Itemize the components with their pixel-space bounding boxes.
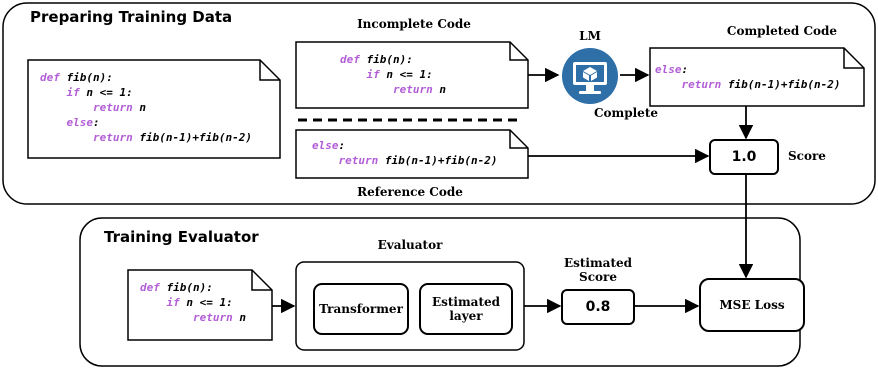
estimated-score-box	[561, 289, 635, 325]
code-token	[340, 83, 393, 96]
code-token: n <= 1:	[179, 296, 233, 309]
code-token: :	[93, 116, 100, 129]
code-line: if n <= 1:	[140, 295, 246, 310]
code-keyword: def	[40, 71, 60, 84]
code-keyword: return	[338, 154, 379, 167]
code-line: if n <= 1:	[340, 67, 446, 82]
full-code-doc	[27, 59, 281, 159]
code-line: return n	[140, 310, 246, 325]
code-token: fib(n-1)+fib(n-2)	[721, 78, 841, 91]
code-token	[655, 78, 682, 91]
code-line: return fib(n-1)+fib(n-2)	[655, 77, 841, 92]
code-line: def fib(n):	[340, 52, 446, 67]
code-line: else:	[40, 115, 252, 130]
training-panel-title: Training Evaluator	[104, 228, 259, 246]
estimated-layer-label: Estimated layer	[431, 295, 501, 323]
mse-loss-box	[699, 278, 805, 332]
code-token: fib(n-1)+fib(n-2)	[378, 154, 498, 167]
reference-code-label: Reference Code	[357, 185, 463, 199]
reference-code-snippet: else: return fib(n-1)+fib(n-2)	[312, 138, 497, 168]
preparing-panel-title: Preparing Training Data	[30, 8, 233, 26]
code-keyword: if	[166, 296, 180, 309]
code-token	[40, 131, 93, 144]
code-token: fib(n):	[159, 281, 213, 294]
code-line: else:	[655, 62, 840, 77]
code-line: return n	[40, 100, 252, 115]
code-line: if n <= 1:	[40, 85, 252, 100]
code-keyword: return	[392, 83, 433, 96]
code-token: n	[432, 83, 446, 96]
code-keyword: return	[92, 101, 133, 114]
code-token: n <= 1:	[379, 68, 433, 81]
code-keyword: return	[92, 131, 133, 144]
code-token: n <= 1:	[79, 86, 133, 99]
code-keyword: else	[66, 116, 94, 129]
evaluator-input-snippet: def fib(n): if n <= 1: return n	[140, 280, 246, 325]
code-keyword: def	[140, 281, 160, 294]
monitor-cube-icon	[562, 48, 618, 104]
code-keyword: if	[366, 68, 380, 81]
code-line: return fib(n-1)+fib(n-2)	[40, 130, 252, 145]
code-token: :	[681, 63, 689, 76]
code-token	[312, 154, 339, 167]
code-token	[140, 296, 167, 309]
transformer-box	[313, 283, 409, 335]
score-label: Score	[788, 149, 826, 163]
score-value: 1.0	[731, 149, 757, 165]
incomplete-code-label: Incomplete Code	[357, 17, 471, 31]
code-line: def fib(n):	[40, 70, 252, 85]
reference-code-doc	[295, 129, 529, 179]
incomplete-code-doc	[295, 41, 529, 109]
completed-code-snippet: else: return fib(n-1)+fib(n-2)	[655, 62, 840, 92]
lm-label: LM	[579, 29, 601, 43]
code-token: fib(n-1)+fib(n-2)	[132, 131, 252, 144]
code-line: else:	[312, 138, 497, 153]
complete-label: Complete	[593, 106, 658, 120]
code-token: n	[232, 311, 246, 324]
transformer-label: Transformer	[319, 302, 403, 316]
full-code-snippet: def fib(n): if n <= 1: return n else: re…	[40, 70, 252, 145]
estimated-score-value: 0.8	[585, 299, 611, 315]
code-line: def fib(n):	[140, 280, 246, 295]
code-keyword: else	[312, 139, 339, 152]
code-line: return fib(n-1)+fib(n-2)	[312, 153, 498, 168]
code-keyword: if	[66, 86, 80, 99]
code-token: fib(n):	[59, 71, 113, 84]
code-token: :	[338, 139, 346, 152]
code-keyword: return	[681, 78, 722, 91]
evaluator-label: Evaluator	[377, 238, 443, 252]
code-token	[340, 68, 367, 81]
code-keyword: def	[340, 53, 360, 66]
code-token	[40, 101, 93, 114]
estimated-score-label: Estimated Score	[563, 256, 633, 284]
mse-loss-label: MSE Loss	[719, 298, 785, 312]
code-keyword: else	[655, 63, 682, 76]
score-box	[709, 139, 779, 175]
code-token	[40, 86, 67, 99]
code-token: n	[132, 101, 146, 114]
code-token: fib(n):	[359, 53, 413, 66]
code-token	[140, 311, 193, 324]
code-keyword: return	[192, 311, 233, 324]
estimated-layer-box	[419, 283, 513, 335]
completed-code-doc	[649, 47, 865, 107]
completed-code-label: Completed Code	[726, 24, 838, 38]
code-line: return n	[340, 82, 446, 97]
code-token	[40, 116, 67, 129]
incomplete-code-snippet: def fib(n): if n <= 1: return n	[340, 52, 446, 97]
evaluator-input-doc	[127, 269, 273, 341]
